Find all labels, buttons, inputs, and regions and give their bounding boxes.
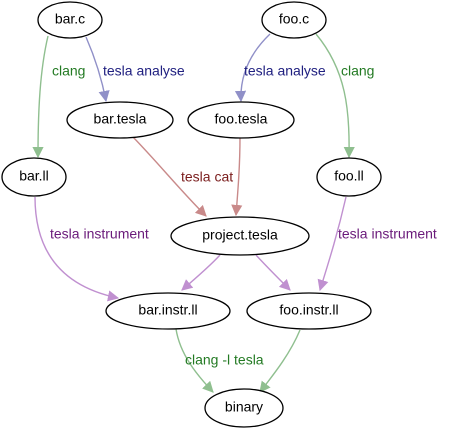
node-binary-ellipse — [204, 388, 284, 428]
node-foo-instr-ll: foo.instr.ll — [246, 292, 372, 330]
edge-label-bar-instrument: tesla instrument — [50, 226, 149, 242]
node-bar-instr-ll: bar.instr.ll — [105, 292, 231, 330]
edge-bar-tesla-to-project-tesla — [132, 136, 207, 217]
node-binary: binary — [204, 388, 284, 428]
nodes: bar.c foo.c bar.tesla foo.tesla bar.ll f — [1, 1, 382, 428]
edge-label-foo-analyse: tesla analyse — [244, 63, 326, 79]
edge-label-link: clang -l tesla — [185, 352, 264, 368]
node-bar-c: bar.c — [37, 1, 103, 39]
node-project-tesla-label: project.tesla — [202, 227, 278, 243]
node-project-tesla: project.tesla — [170, 216, 310, 256]
edge-foo-c-to-foo-ll — [315, 33, 355, 159]
edge-label-foo-instrument: tesla instrument — [338, 226, 437, 242]
node-bar-tesla-label: bar.tesla — [94, 111, 147, 127]
node-foo-ll-label: foo.ll — [334, 168, 364, 184]
edge-bar-c-to-bar-ll — [32, 35, 49, 159]
edge-bar-c-to-bar-tesla — [85, 36, 110, 103]
edge-project-tesla-to-bar-instr-ll — [181, 254, 221, 291]
node-foo-tesla-label: foo.tesla — [215, 111, 268, 127]
node-foo-c-ellipse — [261, 1, 327, 39]
node-foo-ll-ellipse — [316, 157, 382, 197]
node-foo-c: foo.c — [261, 1, 327, 39]
edge-label-bar-clang: clang — [52, 63, 85, 79]
edge-label-cat: tesla cat — [181, 169, 233, 185]
node-binary-label: binary — [225, 399, 263, 415]
edge-labels: clang tesla analyse tesla analyse clang … — [50, 63, 437, 368]
node-bar-ll-ellipse — [1, 157, 67, 197]
node-bar-instr-ll-ellipse — [105, 292, 231, 330]
edges — [32, 33, 355, 393]
node-foo-ll: foo.ll — [316, 157, 382, 197]
edge-project-tesla-to-foo-instr-ll — [255, 254, 291, 291]
edge-foo-instr-ll-to-binary — [259, 329, 301, 393]
edge-foo-c-to-foo-tesla — [234, 33, 271, 103]
edge-foo-tesla-to-project-tesla — [231, 136, 243, 217]
node-foo-instr-ll-ellipse — [246, 292, 372, 330]
edge-foo-ll-to-foo-instr-ll — [317, 196, 347, 292]
node-foo-tesla: foo.tesla — [187, 101, 295, 139]
node-bar-c-ellipse — [37, 1, 103, 39]
node-foo-instr-ll-label: foo.instr.ll — [279, 302, 338, 318]
node-bar-ll: bar.ll — [1, 157, 67, 197]
edge-label-bar-analyse: tesla analyse — [103, 63, 185, 79]
node-foo-tesla-ellipse — [187, 101, 295, 139]
node-bar-ll-label: bar.ll — [19, 168, 49, 184]
node-foo-c-label: foo.c — [279, 11, 309, 27]
node-bar-tesla: bar.tesla — [66, 101, 174, 139]
node-bar-instr-ll-label: bar.instr.ll — [138, 302, 197, 318]
edge-bar-instr-ll-to-binary — [175, 328, 214, 393]
node-bar-tesla-ellipse — [66, 101, 174, 139]
edge-bar-ll-to-bar-instr-ll — [34, 196, 120, 302]
node-project-tesla-ellipse — [170, 216, 310, 256]
edge-label-foo-clang: clang — [341, 63, 374, 79]
node-bar-c-label: bar.c — [55, 11, 85, 27]
